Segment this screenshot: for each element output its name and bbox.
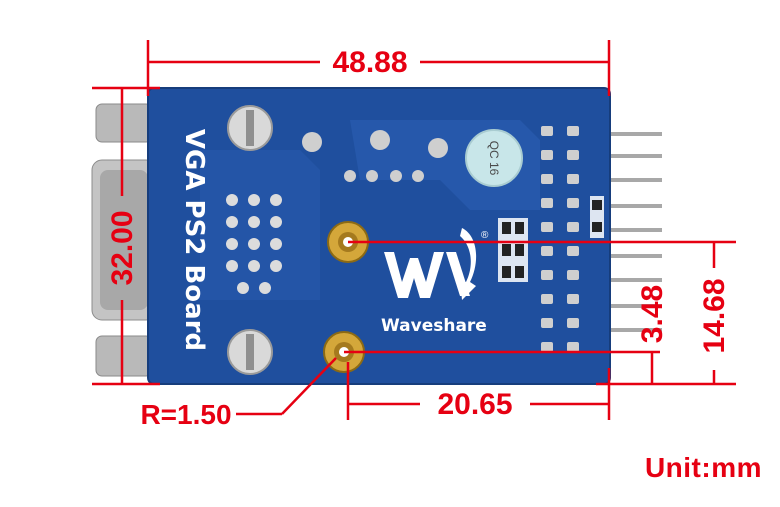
qc-sticker-text: QC 16 (487, 141, 501, 176)
board-silkscreen-label: VGA PS2 Board (179, 129, 209, 351)
waveshare-logo-icon: ® (384, 228, 489, 300)
dim-width-label: 48.88 (332, 46, 407, 79)
unit-label: Unit:mm (644, 452, 762, 483)
qc-sticker: QC 16 (465, 129, 523, 187)
brand-text: Waveshare (381, 316, 487, 336)
header-pins (610, 132, 662, 332)
dim-height-label: 32.00 (106, 210, 139, 285)
dim-small-offset-label: 3.48 (636, 285, 669, 343)
svg-text:®: ® (481, 230, 489, 241)
dim-large-offset-label: 14.68 (698, 278, 731, 353)
dim-hole-spacing-label: 20.65 (437, 388, 512, 421)
mounting-screw-top (227, 105, 273, 151)
mounting-screw-bottom (227, 329, 273, 375)
dim-hole-radius-label: R=1.50 (140, 399, 231, 430)
header-pads (541, 126, 579, 352)
connector-pads (226, 194, 282, 294)
ic-pads (302, 130, 448, 182)
smd-resistors (498, 196, 604, 282)
dimension-lines (92, 40, 736, 420)
